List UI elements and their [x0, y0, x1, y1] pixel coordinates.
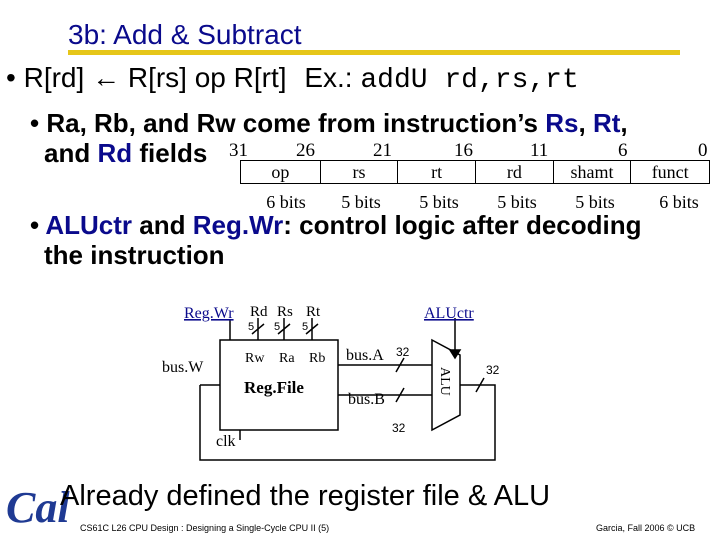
field-width: 6 bits	[659, 192, 699, 212]
bullet-text: fields	[139, 138, 208, 168]
slide-caption: Already defined the register file & ALU	[60, 480, 551, 512]
aluctr-highlight: ALUctr	[45, 210, 133, 240]
field-funct: funct	[651, 162, 689, 182]
bullet-text: and	[44, 138, 91, 168]
rs-label: Rs	[277, 304, 293, 320]
regfile-label: Reg.File	[244, 378, 304, 397]
aluctr-label: ALUctr	[424, 305, 474, 322]
footer-course-info: CS61C L26 CPU Design : Designing a Singl…	[80, 523, 329, 533]
bullet: •	[6, 62, 16, 93]
bullet-register-fields: • Ra, Rb, and Rw come from instruction’s…	[30, 108, 628, 168]
busa-width: 32	[396, 345, 410, 359]
field-width: 5 bits	[575, 192, 615, 212]
width-label: 5	[302, 321, 308, 333]
field-shamt: shamt	[554, 161, 632, 183]
aluout-width: 32	[486, 363, 500, 377]
regwr-label: Reg.Wr	[184, 305, 234, 322]
footer-credit: Garcia, Fall 2006 © UCB	[596, 523, 696, 533]
bullet-text: : control logic after decoding	[283, 210, 642, 240]
busa-label: bus.A	[346, 347, 384, 364]
alu-label: ALU	[437, 367, 452, 396]
bit-number: 16	[454, 140, 473, 161]
rt-label: Rt	[306, 304, 321, 320]
bullet-text: the instruction	[44, 240, 225, 270]
bit-number: 11	[530, 140, 549, 161]
rb-label: Rb	[309, 351, 325, 366]
rtl-rhs: R[rs] op R[rt]	[127, 62, 287, 93]
rd-highlight: Rd	[97, 138, 133, 168]
example-label: Ex.:	[304, 62, 353, 93]
rtl-lhs: R[rd]	[23, 62, 85, 93]
clk-label: clk	[216, 433, 236, 450]
bullet: •	[30, 210, 40, 240]
comma: ,	[578, 108, 586, 138]
field-row: op rs rt rd shamt funct	[240, 160, 710, 184]
bullet-text: Ra, Rb, and Rw come from instruction’s	[46, 108, 538, 138]
field-width: 5 bits	[497, 192, 537, 212]
rd-label: Rd	[250, 304, 268, 320]
example-code: addU rd,rs,rt	[360, 65, 579, 96]
width-label: 5	[248, 321, 254, 333]
field-rt: rt	[398, 161, 476, 183]
rs-highlight: Rs	[545, 108, 579, 138]
bit-number: 21	[373, 140, 392, 161]
bit-number: 31	[229, 140, 248, 161]
width-label: 5	[274, 321, 280, 333]
field-width: 5 bits	[419, 192, 459, 212]
field-rd: rd	[476, 161, 554, 183]
busb-label: bus.B	[348, 391, 385, 408]
rw-label: Rw	[245, 351, 265, 366]
slide-title: 3b: Add & Subtract	[68, 19, 302, 50]
bit-number: 0	[698, 140, 708, 161]
bullet-text: and	[139, 210, 186, 240]
field-rs: rs	[321, 161, 399, 183]
left-arrow-icon: ←	[92, 62, 121, 93]
bullet-control-logic: • ALUctr and Reg.Wr: control logic after…	[30, 210, 642, 270]
ra-label: Ra	[279, 351, 295, 366]
field-width: 5 bits	[341, 192, 381, 212]
bit-number: 26	[296, 140, 315, 161]
regwr-highlight: Reg.Wr	[192, 210, 284, 240]
field-op: op	[241, 161, 321, 183]
cal-logo: Cal	[6, 483, 70, 532]
rt-highlight: Rt	[592, 108, 621, 138]
alu-output-feedback	[199, 384, 496, 461]
footer-text: CS61C L26 CPU Design : Designing a Singl…	[80, 523, 330, 533]
comma: ,	[620, 108, 628, 138]
busb-width: 32	[392, 421, 406, 435]
title-underline	[68, 50, 680, 55]
bit-number: 6	[618, 140, 628, 161]
field-width: 6 bits	[266, 192, 306, 212]
busw-label: bus.W	[162, 359, 204, 376]
bullet: •	[30, 108, 40, 138]
rtl-statement: • R[rd] ← R[rs] op R[rt] Ex.: addU rd,rs…	[6, 62, 579, 96]
